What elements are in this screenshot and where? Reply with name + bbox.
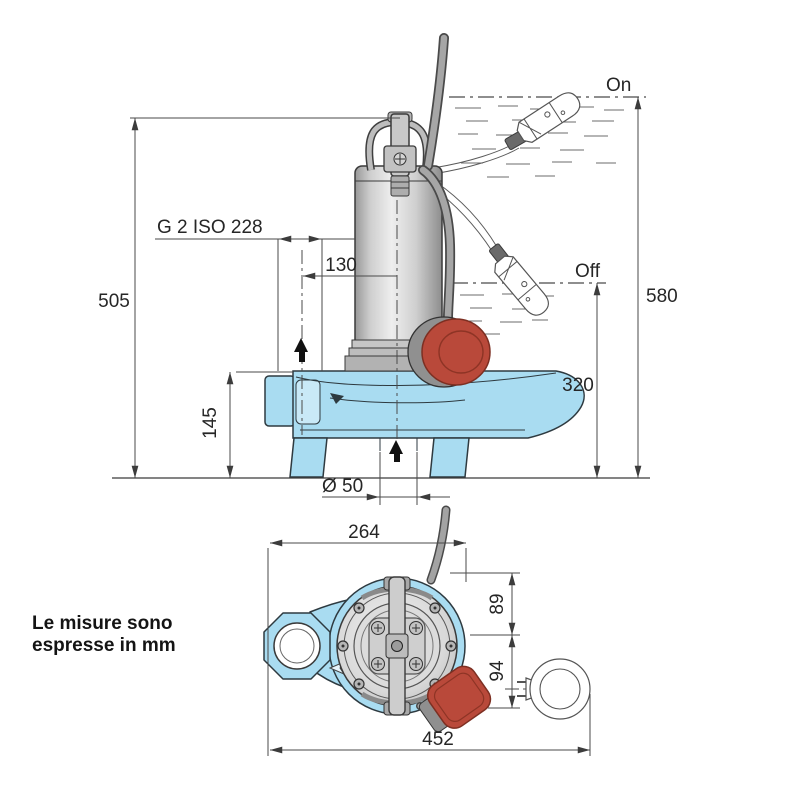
cover-screws bbox=[371, 621, 423, 671]
thread-label: G 2 ISO 228 bbox=[157, 217, 263, 238]
pump-foot-left bbox=[289, 437, 328, 478]
power-cable-top bbox=[426, 505, 451, 585]
switch-off-label: Off bbox=[575, 261, 601, 282]
power-cable bbox=[423, 33, 449, 171]
side-view: 505 145 G 2 ISO 228 130 Ø 50 bbox=[98, 33, 678, 505]
dim-axis-offset: 130 bbox=[302, 255, 397, 280]
dim-130-label: 130 bbox=[325, 255, 357, 276]
units-note-line2: espresse in mm bbox=[32, 635, 176, 656]
flow-arrow-outlet bbox=[294, 338, 308, 362]
float-ball-top bbox=[418, 665, 492, 733]
dim-94-label: 94 bbox=[487, 660, 508, 682]
float-ball bbox=[407, 316, 491, 388]
handle-bar-top bbox=[383, 576, 411, 716]
units-note: Le misure sono espresse in mm bbox=[32, 613, 176, 656]
pump-foot-right bbox=[429, 437, 470, 478]
dim-50-label: Ø 50 bbox=[322, 476, 363, 497]
dim-body-width: 264 bbox=[269, 522, 467, 582]
dim-volute-height: 145 bbox=[200, 371, 293, 479]
dim-145-label: 145 bbox=[200, 407, 221, 439]
dim-thread: G 2 ISO 228 bbox=[155, 217, 355, 371]
discharge-bore bbox=[273, 622, 321, 670]
dim-level-off: 320 bbox=[562, 282, 601, 479]
volute-casing bbox=[264, 370, 585, 478]
dim-depth-lower: 94 bbox=[487, 634, 520, 709]
dim-89-label: 89 bbox=[487, 593, 508, 614]
dim-level-on: 580 bbox=[634, 96, 678, 479]
discharge-port-boss bbox=[264, 375, 296, 427]
switch-on-label: On bbox=[606, 75, 631, 96]
float-switch-end-outline bbox=[505, 658, 591, 720]
dim-total-width: 452 bbox=[267, 548, 591, 756]
dim-264-label: 264 bbox=[348, 522, 380, 543]
float-cord-on bbox=[432, 130, 528, 175]
float-switch-off-outline bbox=[490, 251, 554, 321]
lifting-handle bbox=[365, 111, 431, 197]
dim-580-label: 580 bbox=[646, 286, 678, 307]
dim-outlet-diameter: Ø 50 bbox=[322, 452, 450, 505]
bleed-plug bbox=[330, 393, 344, 404]
dim-total-height: 505 bbox=[98, 117, 400, 479]
top-view: 264 89 94 452 bbox=[263, 505, 591, 756]
dim-452-label: 452 bbox=[422, 729, 454, 750]
flow-arrow-inlet bbox=[389, 440, 403, 462]
units-note-line1: Le misure sono bbox=[32, 613, 172, 634]
dim-320-label: 320 bbox=[562, 375, 594, 396]
dim-505-label: 505 bbox=[98, 291, 130, 312]
